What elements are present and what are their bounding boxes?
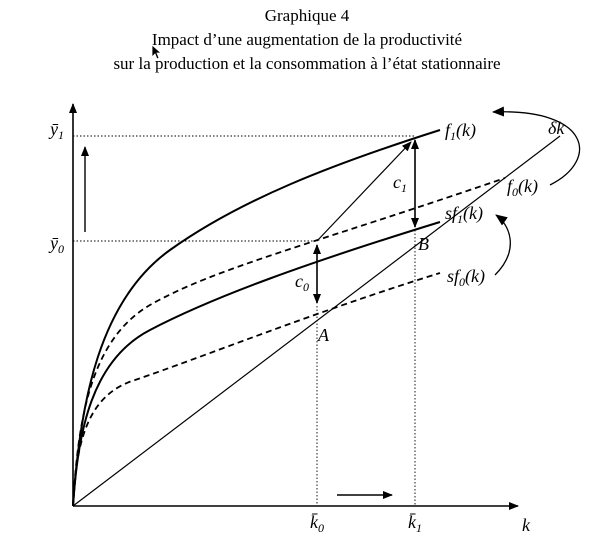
title-line-2: Impact d’une augmentation de la producti… [151, 30, 463, 49]
label-c1: c1 [393, 172, 407, 195]
label-f1: f1(k) [445, 120, 476, 143]
label-k0: k̄0 [310, 512, 324, 535]
mouse-cursor-icon [151, 44, 163, 60]
label-f0: f0(k) [507, 176, 538, 199]
curve-arrow-sf [494, 214, 511, 276]
label-k1: k̄1 [408, 512, 422, 535]
label-dk: δk [548, 118, 565, 138]
diagram-title: Graphique 4 Impact d’une augmentation de… [0, 4, 614, 76]
label-point-a: A [317, 325, 330, 345]
label-sf1: sf1(k) [445, 203, 483, 226]
curve-f1 [72, 129, 441, 507]
depreciation-line [72, 135, 561, 507]
curve-sf0 [72, 272, 441, 507]
label-x-axis: k [522, 515, 531, 535]
curve-f0 [72, 177, 506, 507]
curve-sf1 [72, 221, 441, 507]
label-y0: ȳ0 [48, 233, 64, 256]
label-y1: ȳ1 [48, 119, 64, 142]
label-c0: c0 [295, 271, 309, 294]
shift-line [316, 141, 412, 242]
curve-arrow-f [492, 106, 581, 186]
title-line-1: Graphique 4 [264, 6, 350, 25]
label-sf0: sf0(k) [447, 266, 485, 289]
label-point-b: B [418, 234, 429, 254]
title-line-3: sur la production et la consommation à l… [113, 54, 501, 73]
